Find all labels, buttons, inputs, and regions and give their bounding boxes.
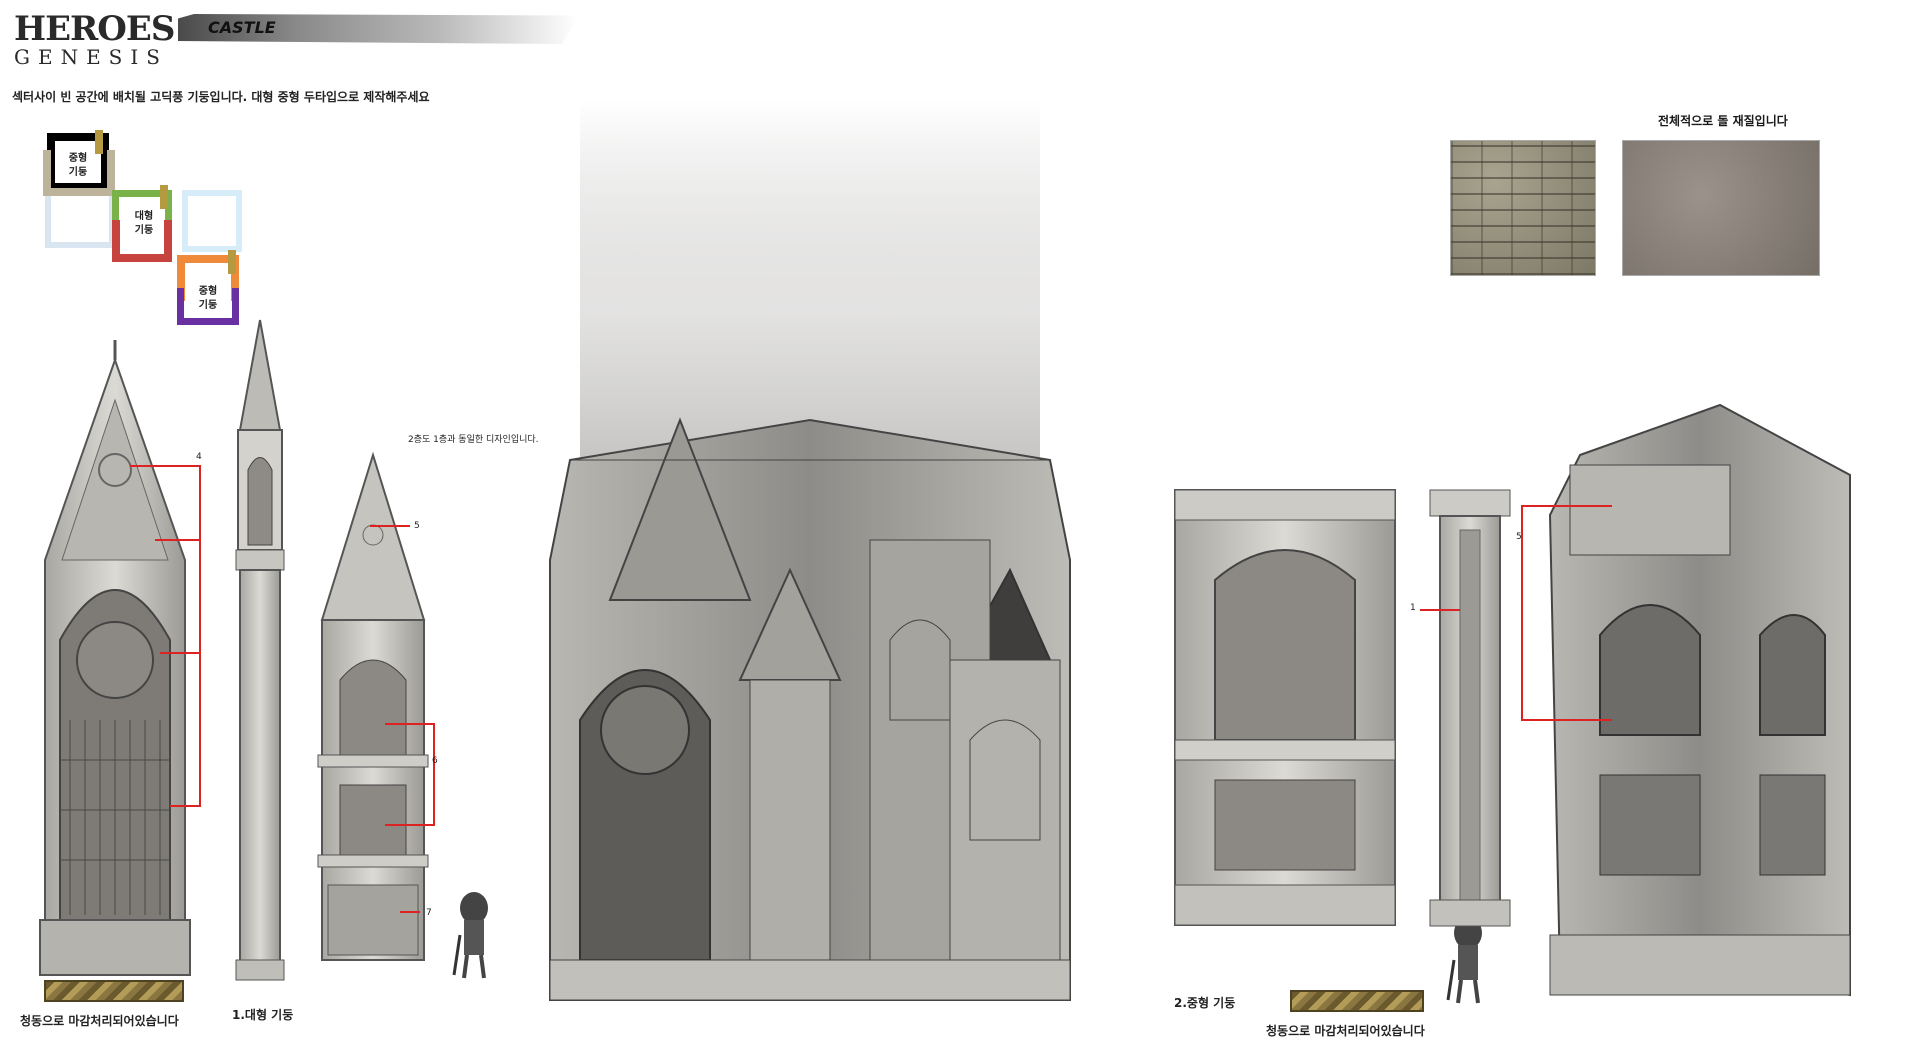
minimap-label-mid-1: 중형 기둥: [68, 153, 88, 178]
page-description: 섹터사이 빈 공간에 배치될 고딕풍 기둥입니다. 대형 중형 두타입으로 제작…: [12, 90, 430, 104]
minimap-bronze-marker: [228, 250, 236, 274]
minimap-tan-square: [43, 150, 115, 196]
layout-minimap: 중형 기둥 대형 기둥 중형 기둥: [40, 130, 250, 330]
minimap-orange-square: [177, 255, 239, 301]
minimap-label-large: 대형 기둥: [134, 211, 154, 236]
large-pillar-side-view: [235, 319, 285, 981]
second-floor-note: 2층도 1층과 동일한 디자인입니다.: [408, 435, 539, 445]
callout-5-right-number: 5: [1516, 532, 1522, 542]
callout-5-6-7-lines: [370, 525, 435, 913]
minimap-light-blue-square-2: [182, 190, 242, 252]
mid-pillar-front-panel: [1174, 489, 1396, 926]
mid-pillar-front-view: [317, 451, 429, 961]
callout-4-number: 4: [196, 452, 202, 462]
minimap-light-blue-square: [45, 190, 115, 248]
minimap-bronze-marker: [95, 130, 103, 154]
mid-pillar-perspective-render: [1548, 403, 1851, 997]
minimap-bronze-marker: [160, 185, 168, 209]
minimap-red-square: [112, 220, 172, 262]
callout-7-number: 7: [426, 908, 432, 918]
minimap-black-square: [47, 133, 109, 191]
banner-title: CASTLE: [208, 18, 276, 37]
castle-perspective-render: [549, 100, 1071, 1001]
large-pillar-caption: 1.대형 기둥: [232, 1008, 294, 1022]
bronze-finish-caption-left: 청동으로 마감처리되어있습니다: [20, 1014, 179, 1028]
large-pillar-front-view: [39, 340, 191, 976]
castle-banner: CASTLE: [178, 14, 578, 44]
minimap-green-square: [112, 190, 172, 230]
minimap-purple-square: [177, 288, 239, 325]
bronze-finish-caption-right: 청동으로 마감처리되어있습니다: [1266, 1024, 1425, 1038]
callout-6-number: 6: [432, 756, 438, 766]
mid-pillar-caption: 2.중형 기둥: [1174, 996, 1236, 1010]
callout-4-lines: [130, 465, 201, 807]
callout-5-right-lines: [1521, 505, 1612, 721]
callout-1-number: 1: [1410, 603, 1416, 613]
texture-title: 전체적으로 돌 재질입니다: [1658, 114, 1788, 128]
mid-pillar-side-view: [1429, 489, 1511, 927]
scale-reference-character-left: [452, 892, 488, 979]
bronze-trim-sample-right: [1290, 990, 1424, 1012]
brick-texture-swatch: [1450, 140, 1596, 276]
stone-texture-swatch: [1622, 140, 1820, 276]
heroes-genesis-logo: HEROES GENESIS: [14, 9, 175, 69]
bronze-trim-sample-left: [44, 980, 184, 1002]
logo-subtitle: GENESIS: [14, 45, 168, 69]
logo-title: HEROES: [14, 9, 175, 49]
callout-5-left-number: 5: [414, 521, 420, 531]
minimap-label-mid-2: 중형 기둥: [198, 286, 218, 311]
callout-1-line: [1420, 609, 1460, 611]
